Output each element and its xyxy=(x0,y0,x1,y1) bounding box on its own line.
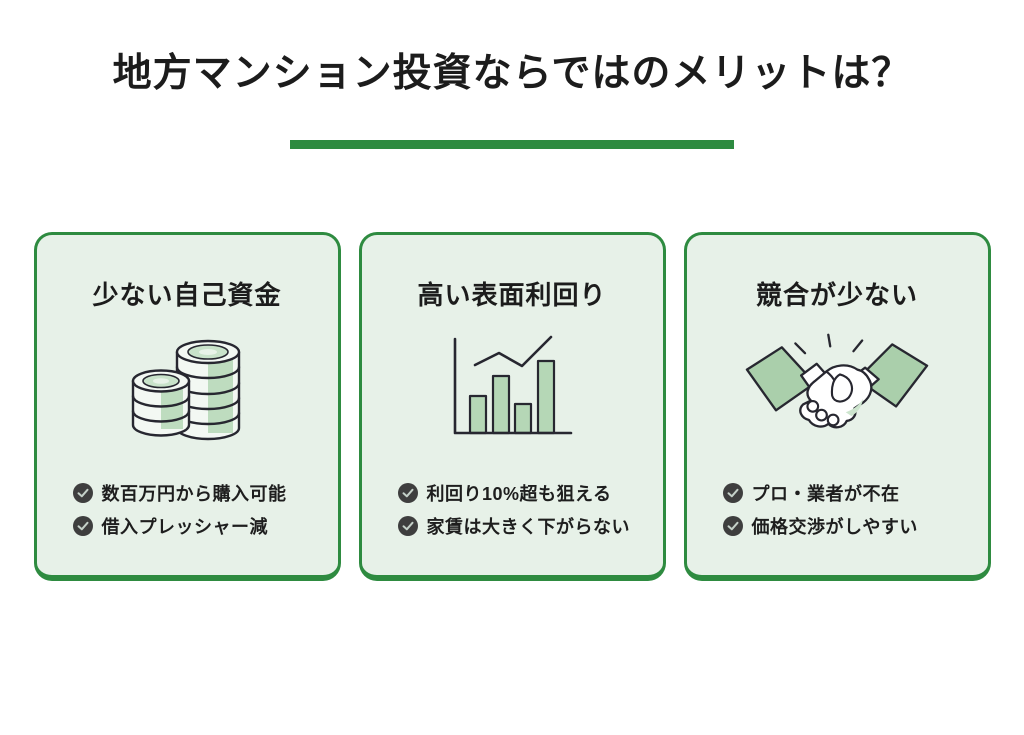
list-item: 価格交渉がしやすい xyxy=(722,513,980,539)
list-item: 家賃は大きく下がらない xyxy=(397,513,655,539)
bullet-text: 数百万円から購入可能 xyxy=(101,483,287,504)
card-title: 高い表面利回り xyxy=(417,279,607,310)
list-item: 借入プレッシャー減 xyxy=(72,513,330,539)
bullet-text: 価格交渉がしやすい xyxy=(751,516,918,537)
card-title: 少ない自己資金 xyxy=(92,279,282,310)
bullet-text: 利回り10%超も狙える xyxy=(426,483,612,504)
handshake-icon xyxy=(745,333,929,429)
bullet-text: プロ・業者が不在 xyxy=(751,483,900,504)
page-title: 地方マンション投資ならではのメリットは？ xyxy=(112,52,912,95)
check-circle-icon xyxy=(72,482,93,503)
check-circle-icon xyxy=(722,515,743,536)
card-high-yield: 高い表面利回り 利回り10%超も狙える xyxy=(358,231,666,581)
list-item: 数百万円から購入可能 xyxy=(72,480,330,506)
check-circle-icon xyxy=(397,482,418,503)
bullet-text: 借入プレッシャー減 xyxy=(101,516,268,537)
list-item: 利回り10%超も狙える xyxy=(397,480,655,506)
bar-chart-icon xyxy=(453,335,573,435)
list-item: プロ・業者が不在 xyxy=(722,480,980,506)
card-low-capital: 少ない自己資金 xyxy=(33,231,341,581)
bullet-text: 家賃は大きく下がらない xyxy=(426,516,630,537)
bullet-list: 利回り10%超も狙える 家賃は大きく下がらない xyxy=(362,480,663,575)
merit-cards-row: 少ない自己資金 xyxy=(0,231,1024,581)
check-circle-icon xyxy=(722,482,743,503)
check-circle-icon xyxy=(397,515,418,536)
bullet-list: 数百万円から購入可能 借入プレッシャー減 xyxy=(37,480,338,575)
coin-stacks-icon xyxy=(131,339,241,441)
bullet-list: プロ・業者が不在 価格交渉がしやすい xyxy=(687,480,988,575)
title-underline xyxy=(290,139,734,149)
card-less-competition: 競合が少ない xyxy=(683,231,991,581)
card-title: 競合が少ない xyxy=(755,279,918,310)
infographic-page: 地方マンション投資ならではのメリットは？ 少ない自己資金 xyxy=(0,52,1024,735)
check-circle-icon xyxy=(72,515,93,536)
